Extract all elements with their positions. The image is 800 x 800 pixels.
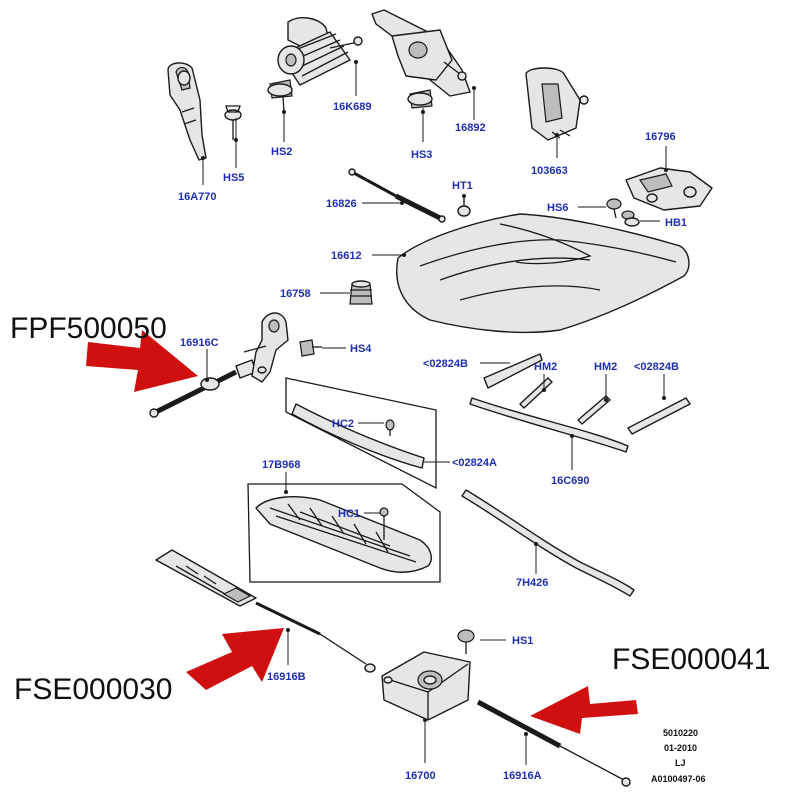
hood-hinge-bracket-part xyxy=(371,9,471,97)
footer-code-line2: 01-2010 xyxy=(664,743,697,753)
bump-stop-part xyxy=(349,280,373,305)
latch-cover-part xyxy=(525,67,589,141)
callout-fpf500050: FPF500050 xyxy=(10,312,167,345)
bolt-hs2-part xyxy=(267,79,293,113)
label-16796: 16796 xyxy=(645,131,676,143)
arrow-fse000030 xyxy=(186,628,284,690)
bolt-hs4-part xyxy=(299,339,322,357)
bolt-hs3-part xyxy=(407,89,433,109)
clip-hc2-part xyxy=(385,419,395,436)
label-16c690: 16C690 xyxy=(551,475,590,487)
label-hs4: HS4 xyxy=(350,343,372,355)
bolt-hs6-part xyxy=(606,198,622,219)
mount-hm2-left-part xyxy=(519,377,553,409)
label-16a770: 16A770 xyxy=(178,191,217,203)
label-02824a: <02824A xyxy=(452,457,497,469)
cowl-panel-box xyxy=(247,483,441,583)
footer-code-line3: LJ xyxy=(675,758,686,768)
label-02824b-right: <02824B xyxy=(634,361,679,373)
label-7h426: 7H426 xyxy=(516,577,548,589)
release-handle-16916b-part xyxy=(155,549,376,673)
hood-latch-16700-part xyxy=(381,651,471,721)
label-hs2: HS2 xyxy=(271,146,292,158)
label-hc2: HC2 xyxy=(332,418,354,430)
label-hb1: HB1 xyxy=(665,217,687,229)
label-hs5: HS5 xyxy=(223,172,244,184)
cowl-panel-part xyxy=(255,496,432,573)
label-103663: 103663 xyxy=(531,165,568,177)
release-cable-16916a-part xyxy=(476,699,631,787)
label-hs3: HS3 xyxy=(411,149,432,161)
label-16892: 16892 xyxy=(455,122,486,134)
gas-strut-part xyxy=(348,168,446,223)
seal-02824a-part xyxy=(291,403,425,469)
seal-02824b-left-part xyxy=(483,353,543,389)
hinge-mount-bracket-part xyxy=(625,167,713,211)
label-hm2-left: HM2 xyxy=(534,361,557,373)
screw-hs5-part xyxy=(224,105,242,140)
callout-fse000041: FSE000041 xyxy=(612,643,770,676)
label-16916b: 16916B xyxy=(267,671,306,683)
seal-02824b-right-part xyxy=(627,397,691,435)
label-16916c: 16916C xyxy=(180,337,219,349)
label-16916a: 16916A xyxy=(503,770,542,782)
footer-code-line4: A0100497-06 xyxy=(651,774,706,784)
clip-hc1-part xyxy=(379,507,389,540)
seal-7h426-part xyxy=(461,489,635,597)
label-16700: 16700 xyxy=(405,770,436,782)
label-hm2-right: HM2 xyxy=(594,361,617,373)
label-ht1: HT1 xyxy=(452,180,473,192)
arrow-fpf500050 xyxy=(86,330,198,392)
arrow-fse000041 xyxy=(530,686,638,734)
callout-fse000030: FSE000030 xyxy=(14,673,172,706)
bolt-hb1-part xyxy=(621,210,640,227)
footer-code-line1: 5010220 xyxy=(663,728,698,738)
label-17b968: 17B968 xyxy=(262,459,301,471)
label-16758: 16758 xyxy=(280,288,311,300)
hinge-spring-part xyxy=(277,17,363,86)
label-hs6: HS6 xyxy=(547,202,568,214)
hood-panel-part xyxy=(396,213,690,334)
hood-latch-lever-part xyxy=(243,312,289,383)
clip-ht1-part xyxy=(457,196,471,217)
hood-release-handle-part xyxy=(167,62,207,161)
label-hs1: HS1 xyxy=(512,635,533,647)
label-02824b-left: <02824B xyxy=(423,358,468,370)
label-16k689: 16K689 xyxy=(333,101,372,113)
mount-hm2-right-part xyxy=(577,395,611,425)
seal-kit-box xyxy=(285,377,437,490)
label-16826: 16826 xyxy=(326,198,357,210)
label-16612: 16612 xyxy=(331,250,362,262)
bolt-hs1-part xyxy=(457,629,475,654)
seal-16c690-part xyxy=(469,397,629,453)
label-hc1: HC1 xyxy=(338,508,360,520)
